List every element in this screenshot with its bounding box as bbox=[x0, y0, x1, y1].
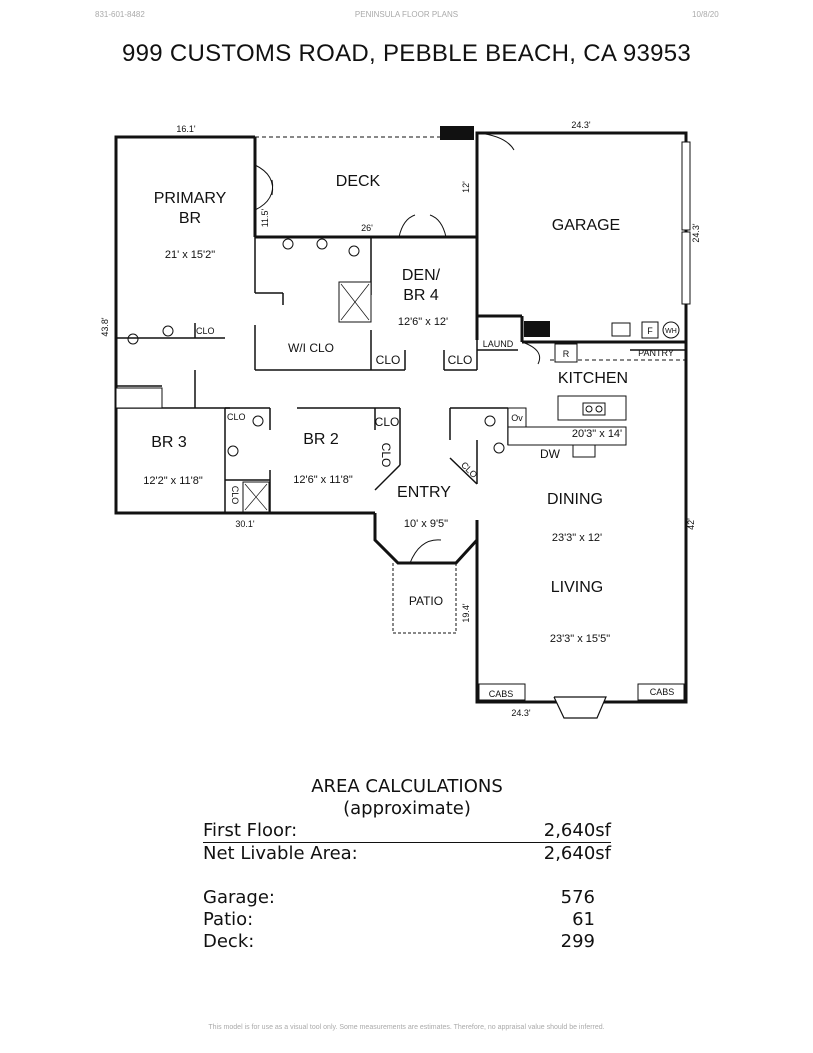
garage-window-1 bbox=[681, 141, 691, 231]
clo-label-8: CLO bbox=[459, 460, 479, 480]
fireplace bbox=[553, 696, 607, 719]
stairs-garage bbox=[524, 321, 550, 337]
dishwasher-label: DW bbox=[540, 447, 561, 461]
primary-br-size: 21' x 15'2" bbox=[165, 249, 215, 261]
dim-deck-height: 12' bbox=[461, 181, 471, 193]
patio-outline bbox=[392, 563, 457, 634]
area-row-label: Patio: bbox=[203, 909, 254, 930]
exterior-wall-right bbox=[475, 131, 688, 704]
area-row-first-floor: First Floor: 2,640sf bbox=[203, 820, 611, 843]
den-size: 12'6" x 12' bbox=[398, 316, 448, 328]
furnace-label: F bbox=[647, 326, 653, 336]
clo-label-5: CLO bbox=[375, 415, 400, 429]
area-calculations: AREA CALCULATIONS (approximate) First Fl… bbox=[203, 776, 611, 953]
clo-label-6: CLO bbox=[379, 443, 393, 468]
dim-deck-width: 26' bbox=[361, 223, 373, 233]
living-size: 23'3" x 15'5" bbox=[550, 633, 610, 645]
furnace bbox=[641, 321, 659, 339]
entry-size: 10' x 9'5" bbox=[404, 518, 448, 530]
area-row-garage: Garage: 576 bbox=[203, 887, 611, 909]
br2-label: BR 2 bbox=[303, 431, 339, 448]
area-row-value: 299 bbox=[560, 931, 595, 952]
cabs-label-right: CABS bbox=[650, 687, 675, 697]
dining-size: 23'3" x 12' bbox=[552, 532, 602, 544]
fridge bbox=[554, 343, 578, 363]
garage-window-2 bbox=[681, 231, 691, 305]
patio-label: PATIO bbox=[409, 594, 443, 608]
dim-bottom-right: 24.3' bbox=[511, 708, 531, 718]
primary-br-label: PRIMARY bbox=[154, 190, 227, 207]
header-date: 10/8/20 bbox=[692, 10, 719, 19]
water-heater-label: WH bbox=[665, 328, 677, 335]
dim-left-side: 43.8' bbox=[100, 317, 110, 337]
area-row-label: Net Livable Area: bbox=[203, 843, 358, 864]
pantry-label: PANTRY bbox=[638, 348, 674, 358]
oven bbox=[507, 407, 527, 428]
dim-garage-side: 24.3' bbox=[691, 223, 701, 243]
cab-right bbox=[637, 683, 685, 701]
area-row-label: Garage: bbox=[203, 887, 275, 908]
dim-bottom-left: 30.1' bbox=[235, 519, 255, 529]
br2-size: 12'6" x 11'8" bbox=[293, 474, 353, 486]
area-row-value: 2,640sf bbox=[543, 843, 611, 864]
dim-top-right: 24.3' bbox=[571, 120, 591, 130]
area-row-value: 2,640sf bbox=[543, 820, 611, 841]
primary-br-label-2: BR bbox=[179, 210, 201, 227]
clo-label-1: CLO bbox=[196, 326, 215, 336]
wi-clo-label: W/I CLO bbox=[288, 341, 334, 355]
header-phone: 831-601-8482 bbox=[95, 10, 145, 19]
den-label: DEN/ bbox=[402, 267, 441, 284]
stairs-top bbox=[440, 126, 474, 140]
cabs-label-left: CABS bbox=[489, 689, 514, 699]
fridge-label: R bbox=[563, 349, 570, 359]
area-row-label: Deck: bbox=[203, 931, 255, 952]
dim-right-side: 42' bbox=[686, 518, 696, 530]
floor-plan: PRIMARY BR 21' x 15'2" DECK GARAGE DEN/ … bbox=[100, 120, 701, 719]
oven-label: Ov bbox=[511, 413, 523, 423]
dim-top-left: 16.1' bbox=[176, 124, 196, 134]
clo-label-7: CLO bbox=[230, 486, 240, 505]
area-title: AREA CALCULATIONS bbox=[311, 776, 503, 797]
dim-patio-side: 19.4' bbox=[461, 603, 471, 623]
area-row-net-livable: Net Livable Area: 2,640sf bbox=[203, 843, 611, 865]
deck-label: DECK bbox=[336, 173, 381, 190]
counter bbox=[507, 426, 627, 446]
area-row-deck: Deck: 299 bbox=[203, 931, 611, 953]
tub bbox=[115, 387, 163, 409]
disclaimer: This model is for use as a visual tool o… bbox=[208, 1024, 605, 1031]
area-subtitle: (approximate) bbox=[343, 798, 471, 819]
living-label: LIVING bbox=[551, 579, 603, 596]
area-row-value: 576 bbox=[560, 887, 595, 908]
area-row-patio: Patio: 61 bbox=[203, 909, 611, 931]
br3-label: BR 3 bbox=[151, 434, 187, 451]
cab-left bbox=[478, 683, 526, 701]
area-row-label: First Floor: bbox=[203, 820, 298, 841]
area-row-value: 61 bbox=[572, 909, 595, 930]
dining-label: DINING bbox=[547, 491, 603, 508]
den-label-2: BR 4 bbox=[403, 287, 439, 304]
clo-label-4: CLO bbox=[227, 412, 246, 422]
kitchen-size: 20'3" x 14' bbox=[572, 428, 622, 440]
page-title: 999 CUSTOMS ROAD, PEBBLE BEACH, CA 93953 bbox=[121, 40, 692, 67]
entry-label: ENTRY bbox=[397, 484, 451, 501]
laund-label: LAUND bbox=[483, 339, 514, 349]
exterior-wall-left bbox=[114, 135, 375, 515]
clo-label-3: CLO bbox=[448, 353, 473, 367]
clo-label-2: CLO bbox=[376, 353, 401, 367]
kitchen-label: KITCHEN bbox=[558, 370, 628, 387]
garage-label: GARAGE bbox=[552, 217, 620, 234]
br3-size: 12'2" x 11'8" bbox=[143, 475, 203, 487]
header-company: PENINSULA FLOOR PLANS bbox=[354, 10, 459, 19]
dim-deck-inner: 11.5' bbox=[260, 208, 270, 227]
